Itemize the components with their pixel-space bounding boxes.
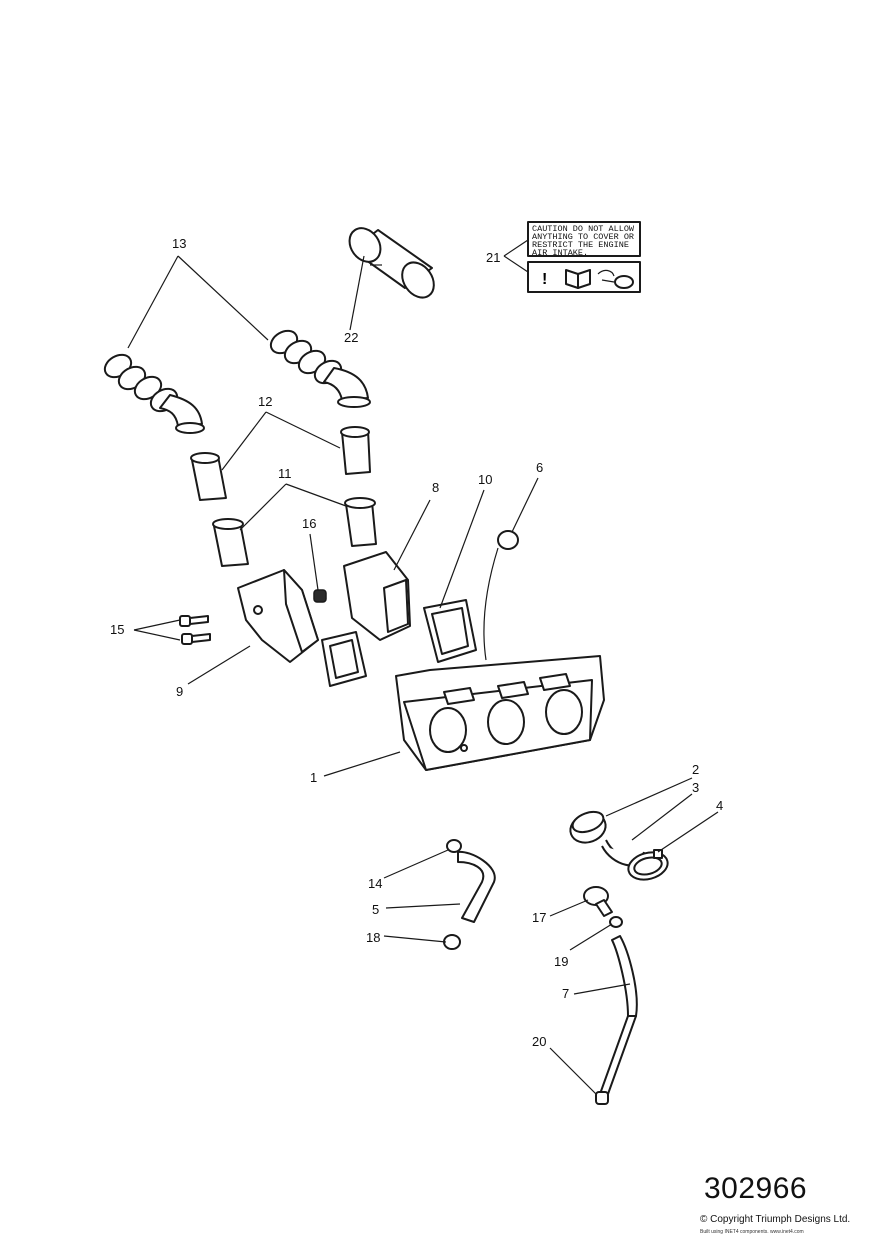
callout-22: 22	[344, 330, 358, 345]
drawing-number: 302966	[704, 1172, 808, 1205]
part-11-sleeve-left	[212, 518, 249, 567]
callout-5: 5	[372, 902, 379, 917]
part-5-hose	[457, 850, 496, 923]
decal-line-3: RESTRICT THE ENGINE	[532, 240, 629, 250]
callout-4: 4	[716, 798, 723, 813]
callout-18: 18	[366, 930, 380, 945]
part-21-caution-decal: CAUTION DO NOT ALLOW ANYTHING TO COVER O…	[527, 221, 641, 293]
build-note: Built using INET4 components. www.inet4.…	[700, 1229, 804, 1235]
callout-7: 7	[562, 986, 569, 1001]
part-9-left-duct	[237, 569, 319, 663]
part-8-right-duct	[343, 551, 411, 641]
part-20-cap	[595, 1091, 609, 1105]
callout-16: 16	[302, 516, 316, 531]
part-6-grommet	[483, 530, 519, 661]
part-10-duct	[423, 599, 477, 663]
part-11-sleeve-right	[344, 497, 377, 547]
spray-can-icon	[597, 269, 634, 289]
callout-3: 3	[692, 780, 699, 795]
part-15-bolt-lower	[181, 633, 211, 645]
callout-11: 11	[278, 466, 292, 481]
callout-15: 15	[110, 622, 124, 637]
callout-labels: 13 22 21 12 11 8 10 6 16 15 9 1 2 3 4 14…	[110, 236, 723, 1049]
callout-12: 12	[258, 394, 272, 409]
part-7-breather-hose	[599, 935, 638, 1095]
decal-line-1: CAUTION DO NOT ALLOW	[532, 224, 635, 234]
callout-19: 19	[554, 954, 568, 969]
part-12-sleeve-left	[190, 452, 227, 501]
duct-piece-left	[321, 631, 367, 687]
part-12-sleeve-right	[340, 426, 371, 475]
part-15-bolt-upper	[179, 615, 209, 627]
part-4-hose-clamp	[627, 849, 669, 881]
manual-book-icon	[565, 269, 591, 289]
copyright-notice: © Copyright Triumph Designs Ltd.	[700, 1214, 851, 1225]
decal-line-2: ANYTHING TO COVER OR	[532, 232, 634, 242]
part-17-elbow	[583, 886, 613, 917]
warning-exclamation-icon: !	[542, 271, 547, 288]
callout-20: 20	[532, 1034, 546, 1049]
part-19-clip	[609, 916, 623, 928]
part-18-clip	[443, 934, 461, 950]
callout-10: 10	[478, 472, 492, 487]
part-13-intake-hose-left	[103, 353, 205, 434]
part-2-rubber-joint	[569, 810, 607, 844]
callout-1: 1	[310, 770, 317, 785]
callout-6: 6	[536, 460, 543, 475]
part-22-intake-tube	[348, 227, 435, 299]
part-14-clip	[446, 839, 462, 853]
callout-8: 8	[432, 480, 439, 495]
leader-lines	[127, 239, 719, 1095]
part-13-intake-hose-right	[269, 329, 371, 408]
part-1-airbox	[395, 655, 605, 771]
callout-21: 21	[486, 250, 500, 265]
callout-14: 14	[368, 876, 382, 891]
callout-13: 13	[172, 236, 186, 251]
callout-17: 17	[532, 910, 546, 925]
callout-9: 9	[176, 684, 183, 699]
decal-line-4: AIR INTAKE.	[532, 248, 588, 258]
callout-2: 2	[692, 762, 699, 777]
part-16-grommet	[313, 589, 327, 603]
